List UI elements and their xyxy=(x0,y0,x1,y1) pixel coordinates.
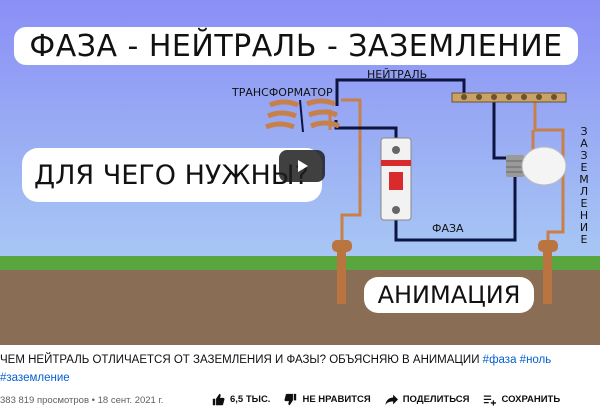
ground-rods xyxy=(332,240,558,304)
phase-label: ФАЗА xyxy=(432,222,464,235)
ground-letter: А xyxy=(580,137,588,150)
ground-letter: Н xyxy=(579,209,589,222)
video-subtitle-overlay: ДЛЯ ЧЕГО НУЖНЫ? xyxy=(22,148,322,202)
view-count: 383 819 просмотров xyxy=(0,395,90,406)
video-meta: 383 819 просмотров • 18 сент. 2021 г. xyxy=(0,395,163,406)
ground-letter: М xyxy=(579,173,589,186)
share-icon xyxy=(385,394,398,406)
video-player[interactable]: ФАЗА - НЕЙТРАЛЬ - ЗАЗЕМЛЕНИЕ ДЛЯ ЧЕГО НУ… xyxy=(0,0,600,345)
play-icon xyxy=(298,160,308,172)
grass-strip xyxy=(0,256,600,272)
video-title-overlay: ФАЗА - НЕЙТРАЛЬ - ЗАЗЕМЛЕНИЕ xyxy=(14,27,578,65)
ground-letter: Е xyxy=(580,197,588,210)
like-button[interactable]: 6,5 ТЫС. xyxy=(212,393,270,406)
neutral-label: НЕЙТРАЛЬ xyxy=(367,68,428,81)
thumbs-up-icon xyxy=(212,393,225,406)
transformer-coils xyxy=(265,98,340,130)
video-caption-title: ЧЕМ НЕЙТРАЛЬ ОТЛИЧАЕТСЯ ОТ ЗАЗЕМЛЕНИЯ И … xyxy=(0,354,480,366)
ground-letter: Л xyxy=(579,185,589,198)
hashtag-link[interactable]: #заземление xyxy=(0,372,70,384)
circuit-breaker xyxy=(380,137,412,221)
meta-separator: • xyxy=(91,395,95,406)
share-label: ПОДЕЛИТЬСЯ xyxy=(402,394,470,405)
video-caption: ЧЕМ НЕЙТРАЛЬ ОТЛИЧАЕТСЯ ОТ ЗАЗЕМЛЕНИЯ И … xyxy=(0,351,598,387)
transformer-label: ТРАНСФОРМАТОР xyxy=(232,86,333,99)
ground-letter: З xyxy=(580,125,588,138)
share-button[interactable]: ПОДЕЛИТЬСЯ xyxy=(385,393,470,406)
light-bulb xyxy=(506,146,567,186)
save-label: СОХРАНИТЬ xyxy=(501,394,561,405)
publish-date: 18 сент. 2021 г. xyxy=(97,395,164,406)
ground-letter: Е xyxy=(580,233,588,246)
like-count: 6,5 ТЫС. xyxy=(230,394,271,405)
save-playlist-icon xyxy=(484,395,497,406)
dislike-button[interactable]: НЕ НРАВИТСЯ xyxy=(284,393,371,406)
hashtag-link[interactable]: #фаза xyxy=(482,354,517,366)
thumbs-down-icon xyxy=(284,393,297,406)
ground-letter: Е xyxy=(580,161,588,174)
save-button[interactable]: СОХРАНИТЬ xyxy=(483,393,560,406)
ground-letter: З xyxy=(580,149,588,162)
play-button[interactable] xyxy=(279,150,325,182)
hashtag-link[interactable]: #ноль xyxy=(519,354,552,366)
neutral-busbar xyxy=(451,92,567,103)
dislike-label: НЕ НРАВИТСЯ xyxy=(302,394,371,405)
action-bar: 6,5 ТЫС. НЕ НРАВИТСЯ ПОДЕЛИТЬСЯ СОХРАНИТ… xyxy=(212,393,574,406)
ground-vertical-label: З А З Е М Л Е Н И Е xyxy=(575,126,593,246)
ground-letter: И xyxy=(579,221,589,234)
animation-badge: АНИМАЦИЯ xyxy=(364,277,534,313)
